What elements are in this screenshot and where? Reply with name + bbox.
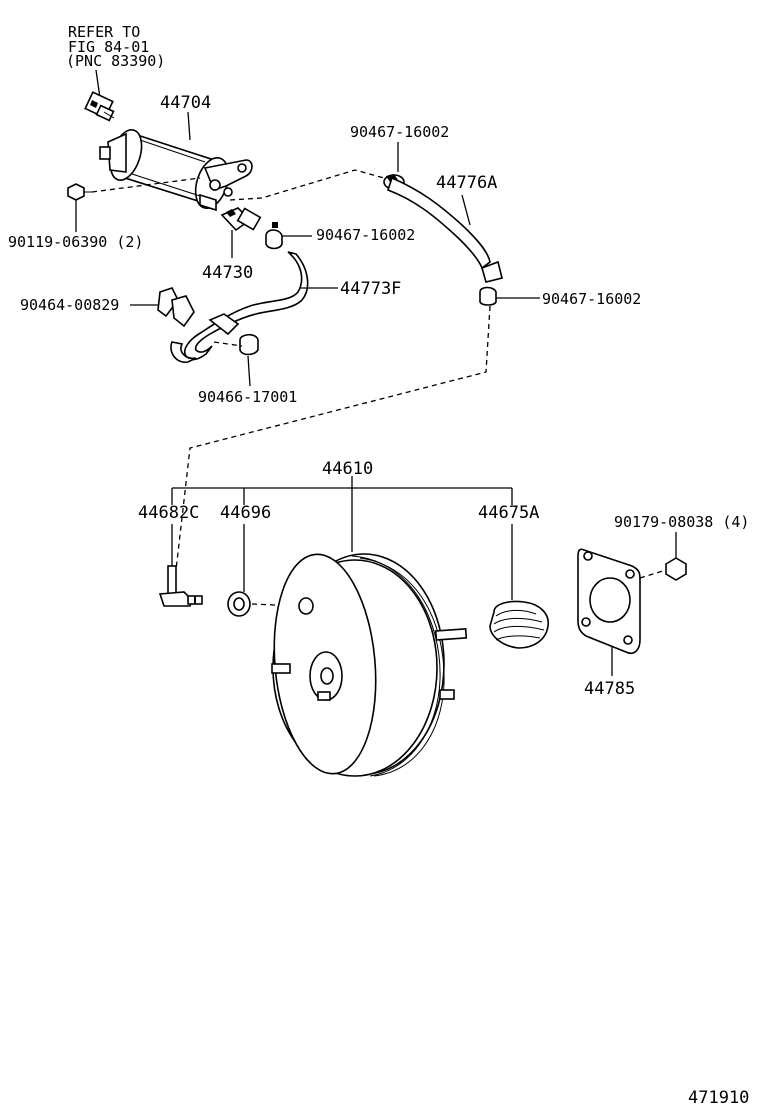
union-fitting — [158, 524, 203, 607]
sensor-connector — [84, 69, 115, 122]
label-hose-lower: 44773F — [340, 279, 401, 299]
clip-mid — [265, 222, 312, 250]
label-clip-top: 90467-16002 — [350, 123, 449, 141]
label-pump: 44704 — [160, 93, 211, 113]
clip-right — [175, 286, 540, 571]
label-clip-bottom: 90466-17001 — [198, 388, 297, 406]
boot — [489, 524, 549, 649]
grommet — [227, 524, 299, 617]
part-labels: 44704 90467-16002 44776A 90119-06390 (2)… — [8, 93, 749, 1108]
label-booster: 44610 — [322, 459, 373, 479]
label-clip-right: 90467-16002 — [542, 290, 641, 308]
upper-hose — [386, 176, 503, 283]
figure-number: 471910 — [688, 1088, 749, 1108]
refer-note-line3: (PNC 83390) — [66, 52, 165, 70]
pump-bolt — [67, 169, 385, 232]
refer-note-line2: FIG 84-01 — [68, 38, 149, 56]
label-hose-upper: 44776A — [436, 173, 497, 193]
refer-note: REFER TO FIG 84-01 (PNC 83390) — [66, 23, 165, 70]
clip-bottom — [213, 333, 259, 387]
label-nut: 90179-08038 (4) — [614, 513, 749, 531]
lower-hose — [170, 251, 338, 363]
brake-booster — [271, 553, 468, 777]
refer-note-line1: REFER TO — [68, 23, 140, 41]
label-boot: 44675A — [478, 503, 539, 523]
gasket-plate — [577, 548, 641, 676]
vacuum-pump — [99, 111, 253, 212]
label-clamp-left: 90464-00829 — [20, 296, 119, 314]
label-grommet: 44696 — [220, 503, 271, 523]
clamp-left — [130, 287, 240, 336]
check-valve — [220, 207, 262, 258]
label-check-valve: 44730 — [202, 263, 253, 283]
label-gasket: 44785 — [584, 679, 635, 699]
gasket-nut — [639, 532, 687, 581]
label-union: 44682C — [138, 503, 199, 523]
label-clip-mid: 90467-16002 — [316, 226, 415, 244]
label-bolt-pump: 90119-06390 (2) — [8, 233, 143, 251]
booster-leaders — [171, 476, 513, 552]
